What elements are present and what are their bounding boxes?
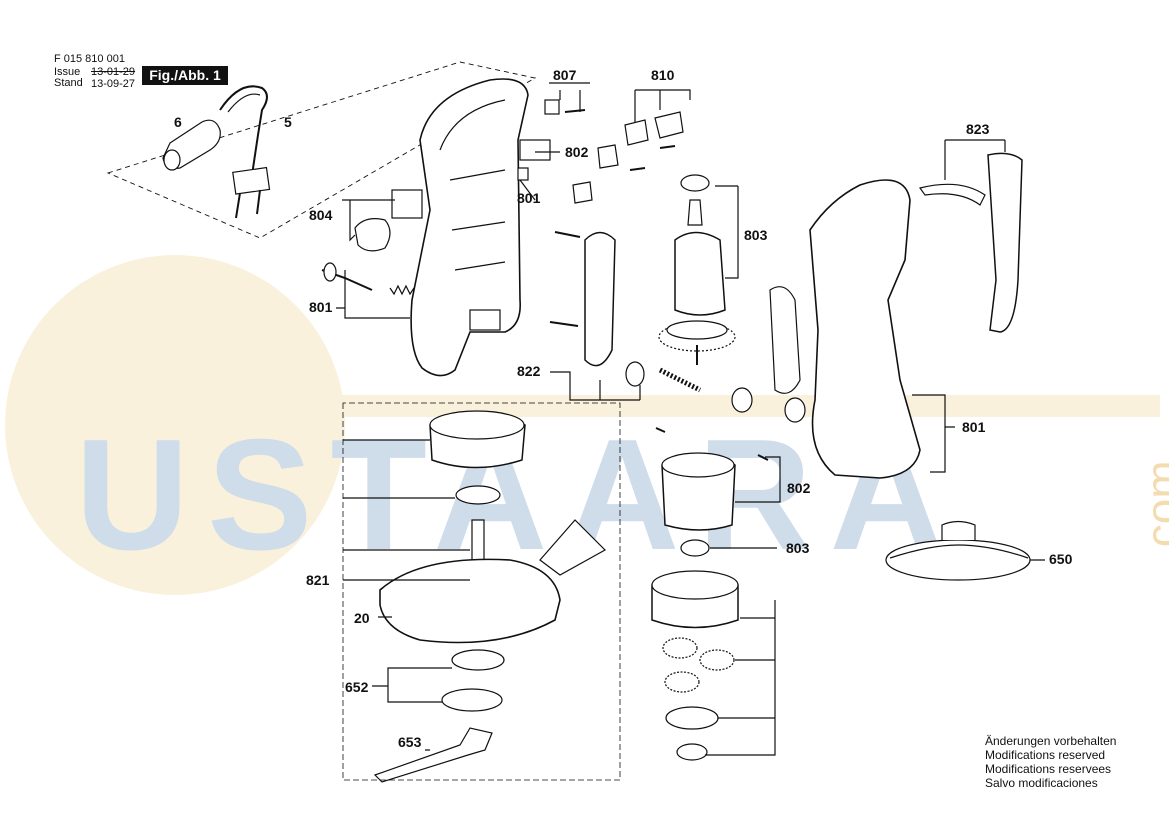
part-label-821: 821 [306,572,330,588]
issue-date-new: 13-09-27 [91,78,136,90]
part-label-5: 5 [284,114,292,130]
issue-date-old: 13-01-29 [91,66,136,78]
note-french: Modifications reservees [985,762,1112,776]
modification-notes: Änderungen vorbehalten Modifications res… [985,734,1116,790]
note-german: Änderungen vorbehalten [985,734,1117,748]
part-label-810: 810 [651,67,675,83]
auxiliary-handle-part [162,119,221,171]
note-english: Modifications reserved [985,748,1106,762]
part-label-652: 652 [345,679,369,695]
stand-label: Stand [54,77,83,89]
guard-part [379,519,606,644]
part-label-801-top: 801 [517,190,541,206]
housing-right-half [769,179,921,479]
part-label-802-top: 802 [565,144,589,160]
armature-part [658,174,736,365]
part-label-801-left: 801 [309,299,333,315]
part-label-6: 6 [174,114,182,130]
backing-pad-part [885,520,1031,581]
housing-left-half [410,78,529,377]
part-label-823: 823 [966,121,990,137]
part-label-803-bottom: 803 [786,540,810,556]
part-label-822: 822 [517,363,541,379]
part-label-804: 804 [309,207,333,223]
part-label-803-top: 803 [744,227,768,243]
issue-label: Issue [54,66,81,78]
part-label-650: 650 [1049,551,1073,567]
note-spanish: Salvo modificaciones [985,776,1098,790]
part-number: F 015 810 001 [54,53,125,65]
part-label-802-bottom: 802 [787,480,811,496]
part-label-801-right: 801 [962,419,986,435]
power-cord-part [219,85,271,219]
figure-label: Fig./Abb. 1 [142,66,228,85]
part-label-20: 20 [354,610,370,626]
part-label-807: 807 [553,67,577,83]
stator-part [655,427,769,531]
part-label-653: 653 [398,734,422,750]
